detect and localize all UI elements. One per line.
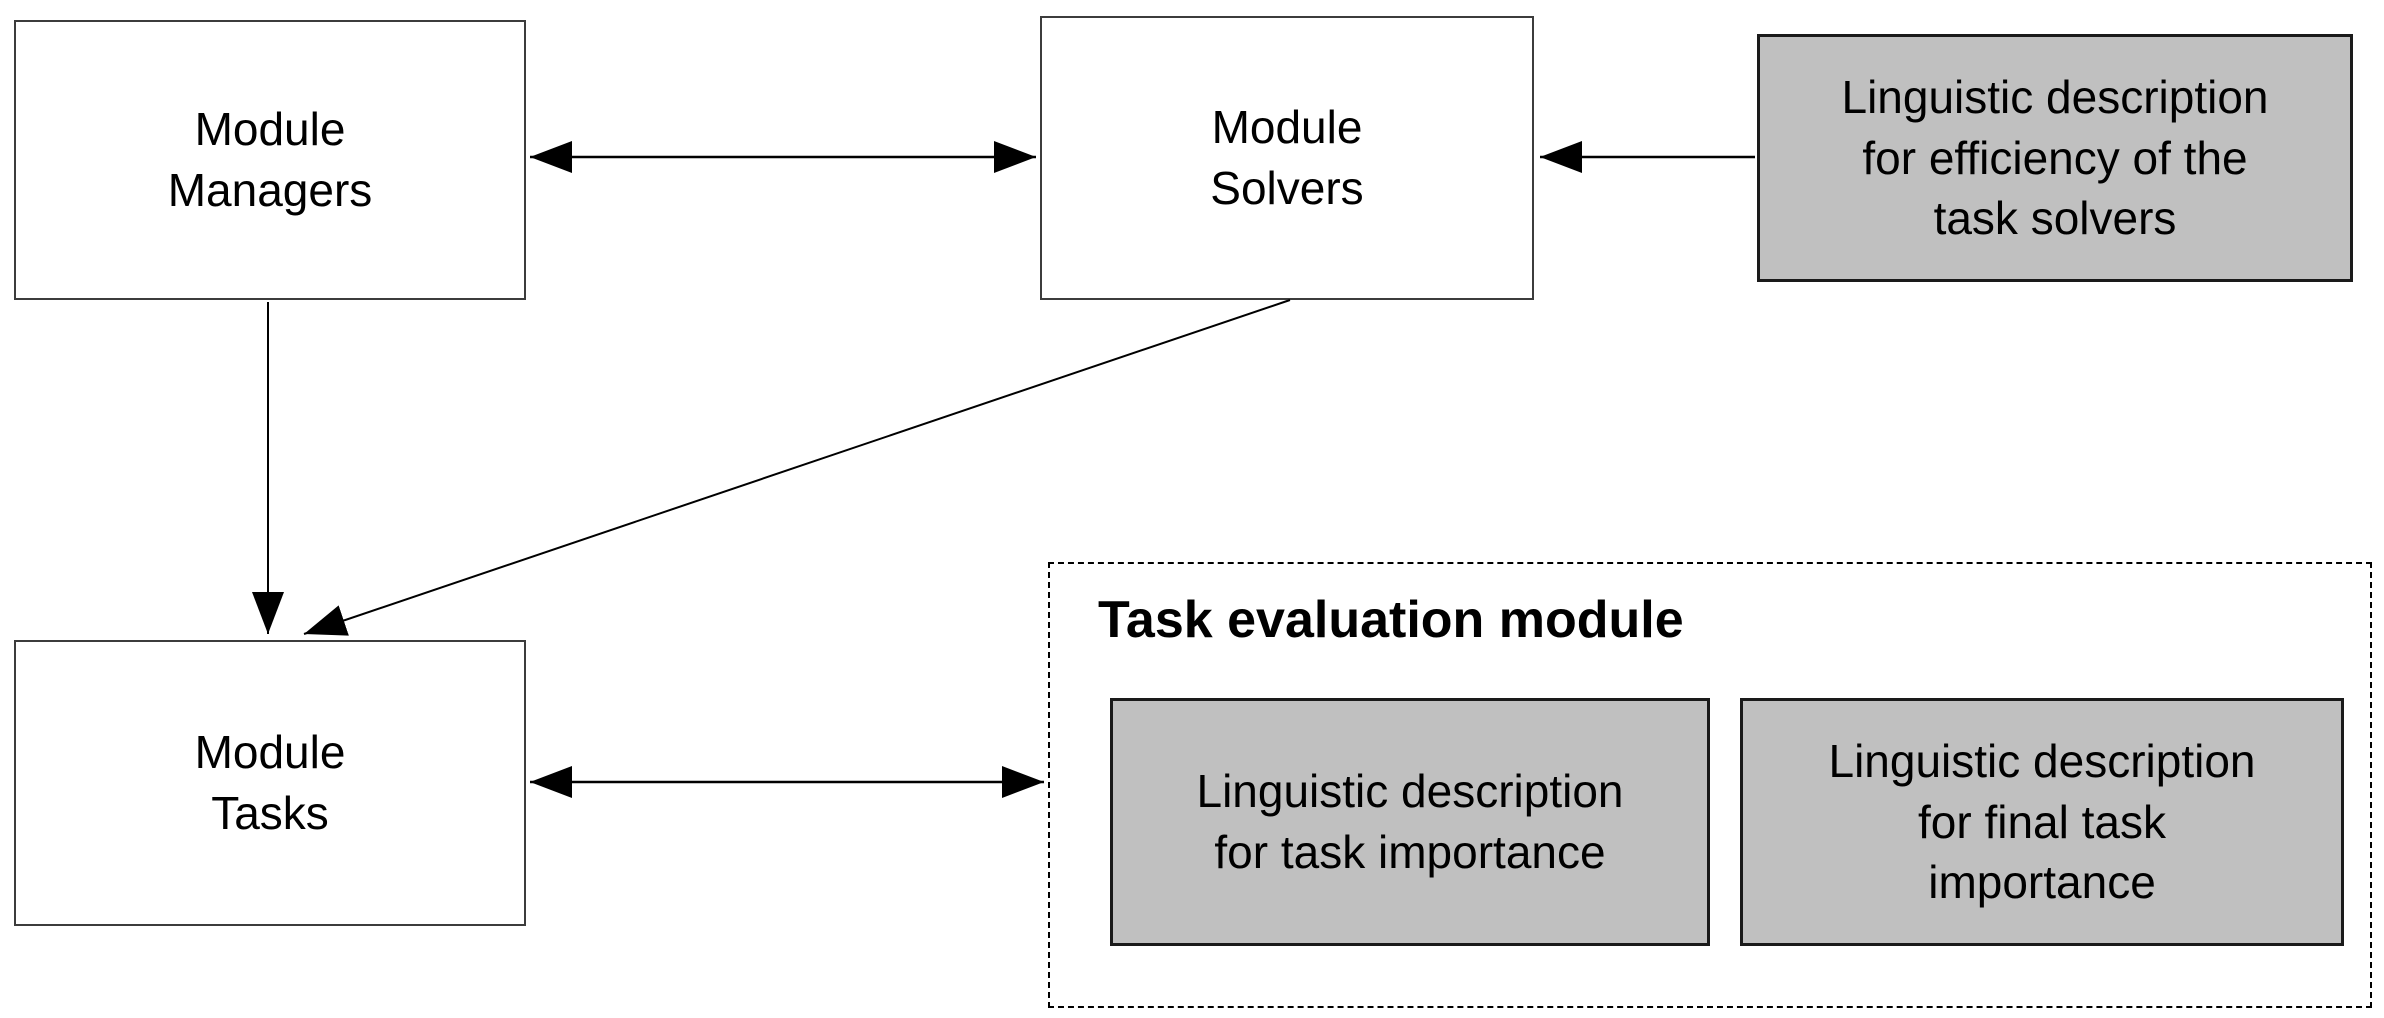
node-linguistic-final-task-importance: Linguistic description for final task im… bbox=[1740, 698, 2344, 946]
node-linguistic-efficiency: Linguistic description for efficiency of… bbox=[1757, 34, 2353, 282]
node-label-line: Linguistic description bbox=[1828, 734, 2256, 787]
node-module-tasks: Module Tasks bbox=[14, 640, 526, 926]
node-label-line: Module bbox=[194, 103, 346, 156]
node-linguistic-task-importance: Linguistic description for task importan… bbox=[1110, 698, 1710, 946]
node-label-line: Module bbox=[194, 726, 346, 779]
node-label-line: Solvers bbox=[1210, 162, 1364, 214]
node-module-solvers: Module Solvers bbox=[1040, 16, 1534, 300]
node-label-line: Linguistic description bbox=[1841, 70, 2269, 123]
node-label-line: for final task bbox=[1918, 795, 2166, 848]
node-label-line: Managers bbox=[167, 164, 373, 216]
node-label-line: for task importance bbox=[1214, 826, 1606, 878]
node-label-line: task solvers bbox=[1933, 192, 2177, 245]
node-label-line: Module bbox=[1211, 101, 1363, 154]
node-label-line: Tasks bbox=[211, 787, 329, 839]
node-label-line: Linguistic description bbox=[1196, 765, 1624, 818]
node-label-line: for efficiency of the bbox=[1862, 131, 2248, 184]
task-evaluation-module-title: Task evaluation module bbox=[1098, 591, 1684, 649]
node-module-managers: Module Managers bbox=[14, 20, 526, 300]
node-label-line: importance bbox=[1928, 856, 2156, 909]
